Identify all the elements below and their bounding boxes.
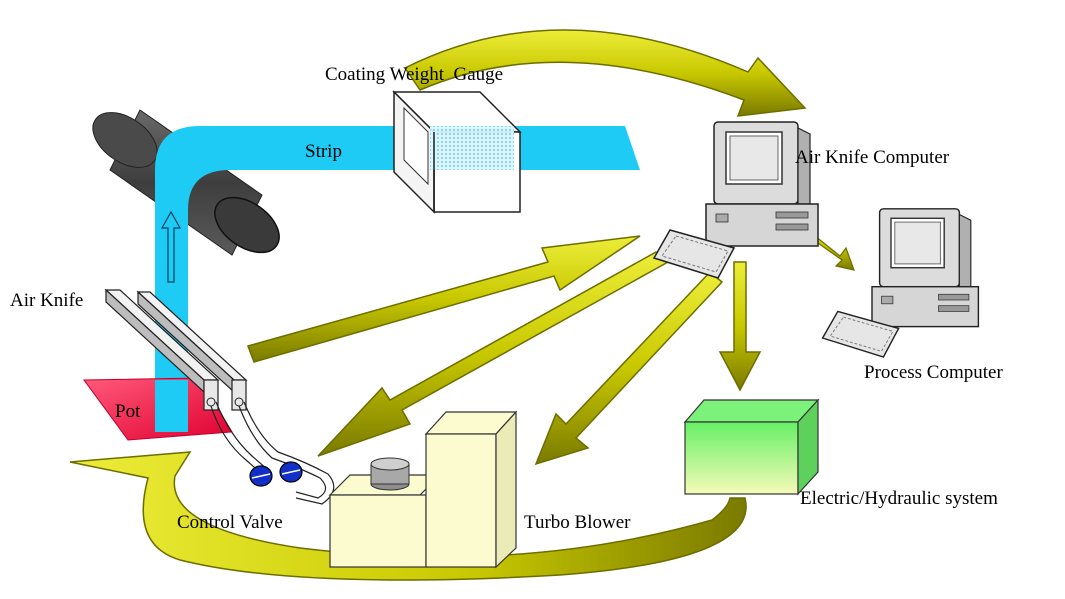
air-pipes: [210, 401, 335, 505]
steel-strip: [155, 126, 640, 430]
process-computer-label: Process Computer: [864, 362, 1003, 383]
signal-arrows: [247, 235, 762, 466]
coating-weight-gauge: [392, 90, 522, 214]
turbo-blower-label: Turbo Blower: [524, 512, 631, 533]
strip-direction-arrow-icon: [160, 210, 182, 283]
air-knife-computer-icon: [653, 121, 819, 279]
air-knife-computer-label: Air Knife Computer: [795, 147, 950, 168]
feedback-arrow-top: [403, 29, 807, 117]
turbo-blower: [328, 410, 518, 569]
strip-label: Strip: [305, 141, 342, 162]
air-knife-label: Air Knife: [10, 290, 83, 311]
feedback-arrow-bottom: [69, 451, 747, 581]
process-computer-icon: [821, 208, 980, 358]
control-valve-icon: [249, 461, 303, 487]
electric-hydraulic-unit: [683, 398, 820, 496]
coating-weight-gauge-label: Coating Weight Gauge: [325, 64, 503, 85]
control-valve-label: Control Valve: [177, 512, 283, 533]
electric-hydraulic-label: Electric/Hydraulic system: [800, 488, 998, 509]
air-knife: [104, 288, 248, 411]
pot-label: Pot: [115, 401, 141, 422]
